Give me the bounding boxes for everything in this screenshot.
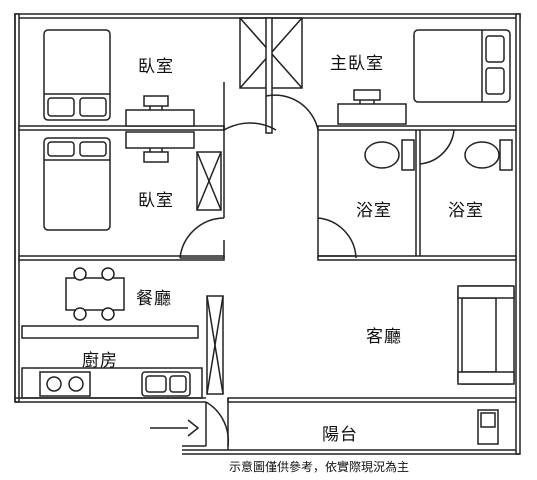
door-arc [223,82,277,131]
stove-icon [39,371,91,397]
door-arc [265,94,319,131]
wall-master-bottom [317,125,517,131]
wall-living-top [317,255,517,261]
wardrobe-icon [196,151,222,211]
wall-balcony [227,397,517,403]
sofa-icon [457,285,515,385]
door-arc [419,129,455,165]
room-label-kitchen: 廚房 [82,351,118,371]
room-label-master-bedroom: 主臥室 [330,54,384,74]
water-heater-icon [477,409,499,445]
room-label-bathroom-2: 浴室 [448,201,484,221]
desk-chair-icon [337,89,407,125]
sink-icon [141,371,191,397]
room-label-bedroom-2: 臥室 [138,191,174,211]
room-label-bathroom-1: 浴室 [356,201,392,221]
toilet-icon [464,139,513,171]
wardrobe-divider [265,17,273,134]
desk-chair-icon [125,131,195,163]
double-bed-icon [413,29,511,103]
toilet-icon [364,139,415,171]
room-label-bedroom-1: 臥室 [138,57,174,77]
double-bed-icon [43,137,111,231]
disclaimer-note: 示意圖僅供參考，依實際現況為主 [229,460,410,474]
kitchen-counter [21,325,199,339]
double-bed-icon [43,29,111,121]
entry-arrow-icon [150,419,200,437]
desk-chair-icon [125,95,195,127]
room-label-living: 客廳 [366,327,402,347]
dining-table-icon [65,267,125,321]
room-label-balcony: 陽台 [322,425,358,445]
door-arc [179,217,225,259]
outer-wall-right [515,13,521,455]
room-label-dining: 餐廳 [136,289,172,309]
door-arc [317,217,357,259]
